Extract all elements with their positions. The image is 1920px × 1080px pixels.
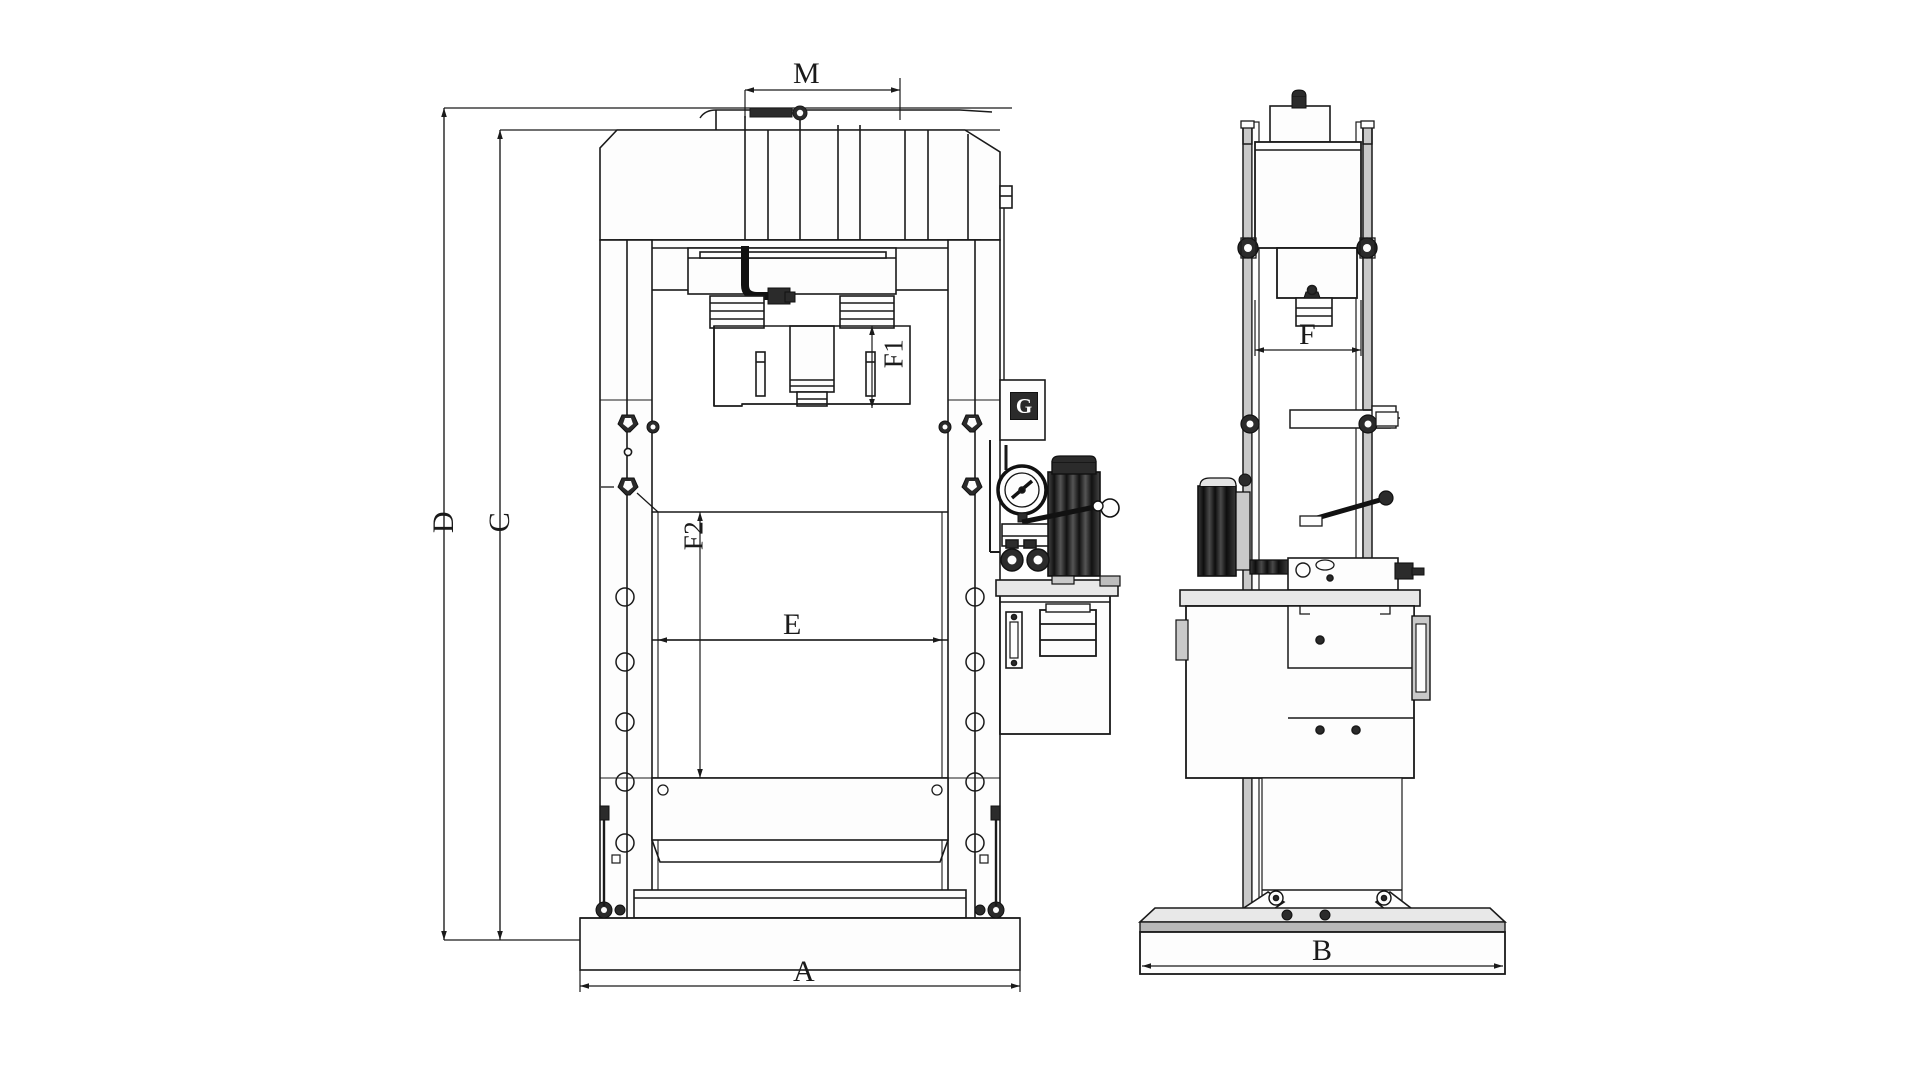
dimension-label-F2: F2 [678,520,709,551]
front-view-group [441,78,1121,992]
dimension-label-F1: F1 [878,338,909,369]
control-panel-badge-G[interactable]: G [1010,392,1038,420]
press-frame-columns [599,239,1001,941]
press-table [651,777,949,863]
winch-sprocket-right-2 [961,477,983,496]
dimension-label-B: B [1312,934,1333,967]
control-panel-assembly [999,185,1046,470]
side-rail-rollers [1237,237,1378,259]
winch-sprocket-left-2 [601,477,659,513]
column-foot-bolts [595,805,1005,919]
dimension-label-E: E [783,608,802,641]
side-view-group [1137,89,1508,975]
dimension-line-F2 [658,511,703,778]
side-cylinder-body [1254,141,1362,327]
dimension-label-F: F [1299,318,1317,351]
dimension-label-M: M [793,57,821,90]
winch-sprocket-right [938,414,983,434]
ram-guide-bushings [709,295,895,329]
side-leg-body [1261,777,1403,915]
front-dimension-lines [441,107,1012,941]
dimension-line-A [579,970,1021,992]
dimension-label-D: D [427,510,460,534]
press-base-channel [633,889,967,919]
side-cylinder-cap [1269,89,1331,143]
press-base-plate [579,917,1021,971]
side-power-unit [1175,473,1431,779]
dimension-label-A: A [793,955,816,988]
press-head-cover [599,105,1001,241]
hydraulic-power-unit [989,440,1121,735]
press-bed-outline [652,511,948,940]
side-cross-handle [1240,405,1400,434]
cylinder-flange [687,246,897,305]
dimension-line-F [1254,300,1362,356]
column-pin-holes [615,587,985,853]
dimension-line-M [744,78,901,120]
winch-sprocket-left [617,414,660,457]
dimension-label-C: C [483,511,516,533]
